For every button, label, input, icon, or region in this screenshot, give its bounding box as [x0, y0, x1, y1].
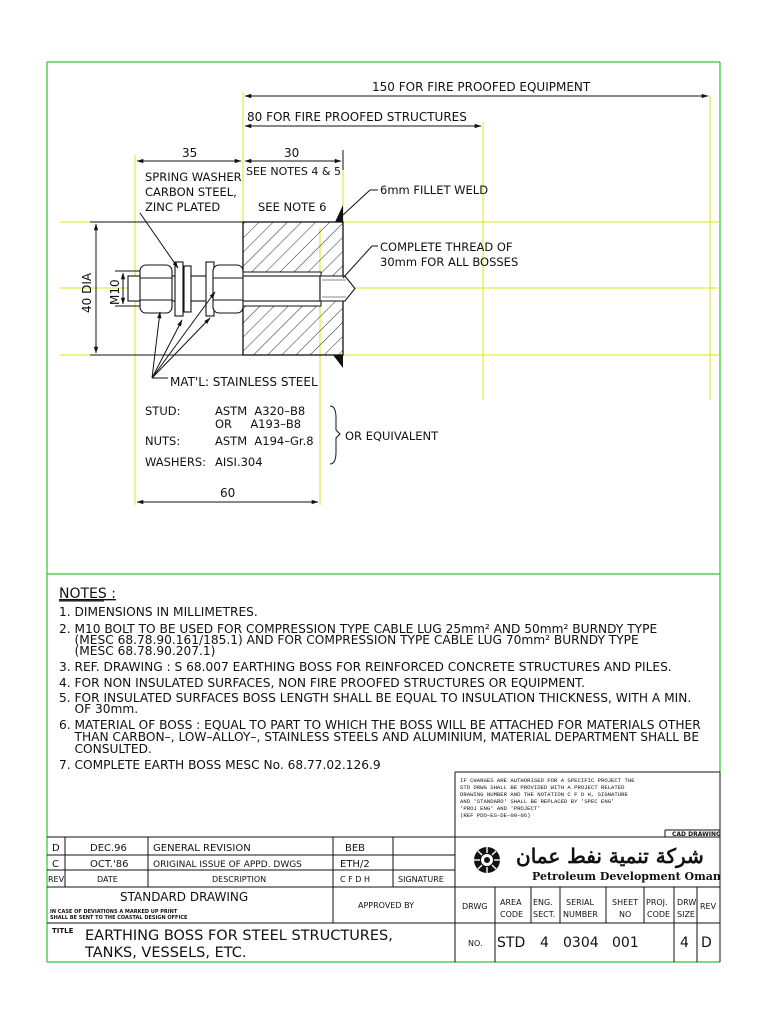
notes-heading: NOTES :: [59, 586, 116, 602]
dim-150-label: 150 FOR FIRE PROOFED EQUIPMENT: [372, 80, 591, 94]
hdr-eng-sect: ENG.: [533, 898, 553, 907]
pdo-logo-icon: [474, 847, 500, 873]
fillet-weld-label: 6mm FILLET WELD: [380, 183, 488, 197]
approved-by-label: APPROVED BY: [358, 901, 414, 910]
deviation-note-2: SHALL BE SENT TO THE COASTAL DESIGN OFFI…: [50, 915, 188, 921]
number-size: 4: [680, 935, 689, 951]
company-english-name: Petroleum Development Oman: [532, 870, 721, 883]
nuts-value: ASTM A194–Gr.8: [215, 434, 314, 448]
standard-drawing-label: STANDARD DRAWING: [120, 890, 248, 904]
rev-d: D: [52, 843, 60, 854]
hdr-sheet-2: NO: [619, 910, 631, 919]
spring-washer-line-3: ZINC PLATED: [145, 200, 220, 214]
number-serial: 0304: [563, 935, 599, 951]
note-line-9: 6. MATERIAL OF BOSS : EQUAL TO PART TO W…: [59, 718, 701, 732]
rev-header: REV: [48, 875, 65, 884]
dim-80-label: 80 FOR FIRE PROOFED STRUCTURES: [247, 110, 467, 124]
dimension-lines: [90, 93, 709, 505]
stud-line-1: ASTM A320–B8: [215, 404, 305, 418]
dia-40-label: 40 DIA: [80, 272, 94, 313]
auth-note-4: AND 'STANDARD' SHALL BE REPLACED BY 'SPE…: [460, 798, 614, 805]
rev-d-date: DEC.96: [90, 843, 127, 854]
hdr-proj-2: CODE: [647, 910, 670, 919]
washers-value: AISI.304: [215, 455, 263, 469]
note-line-11: CONSULTED.: [59, 742, 152, 756]
number-rev: D: [701, 935, 712, 951]
sheet-frame: [46, 61, 721, 963]
note-line-5: 3. REF. DRAWING : S 68.007 EARTHING BOSS…: [59, 660, 672, 674]
hdr-serial-2: NUMBER: [563, 910, 598, 919]
washers-label: WASHERS:: [145, 455, 206, 469]
dim-35-label: 35: [182, 146, 197, 160]
spring-washer-line-1: SPRING WASHER: [145, 170, 242, 184]
m10-label: M10: [108, 279, 122, 305]
rev-d-description: GENERAL REVISION: [153, 843, 251, 854]
hdr-drw-size: DRW: [677, 898, 696, 907]
title-block-lines: [47, 771, 721, 962]
dim-60-label: 60: [220, 486, 235, 500]
rev-d-cfdh: BEB: [345, 843, 365, 854]
leader-lines: [139, 189, 378, 465]
hdr-rev: REV: [700, 902, 717, 911]
note-line-12: 7. COMPLETE EARTH BOSS MESC No. 68.77.02…: [59, 758, 381, 772]
or-equivalent: OR EQUIVALENT: [345, 429, 439, 443]
cfdh-header: C F D H: [340, 875, 370, 884]
hdr-proj: PROJ.: [646, 898, 668, 907]
hdr-eng-sect-2: SECT.: [533, 910, 555, 919]
stud-label: STUD:: [145, 404, 180, 418]
title-line-2: TANKS, VESSELS, ETC.: [84, 945, 246, 961]
hdr-sheet: SHEET: [612, 898, 638, 907]
hdr-area-code: AREA: [500, 898, 522, 907]
stud-bolt: [127, 261, 356, 317]
see-notes-45: SEE NOTES 4 & 5: [246, 165, 341, 178]
note-line-8: OF 30mm.: [59, 702, 138, 716]
note-line-7: 5. FOR INSULATED SURFACES BOSS LENGTH SH…: [59, 691, 691, 705]
number-area: 4: [540, 935, 549, 951]
spring-washer-line-2: CARBON STEEL,: [145, 185, 237, 199]
auth-note-2: STD DRWG SHALL BE PROVIDED WITH A PROJEC…: [460, 784, 625, 791]
rev-c-cfdh: ETH/2: [340, 859, 370, 870]
number-sheet: 001: [612, 935, 639, 951]
cad-drawing-label: CAD DRAWING: [672, 831, 721, 838]
thread-line-2: 30mm FOR ALL BOSSES: [380, 255, 518, 269]
note-line-4: (MESC 68.78.90.207.1): [59, 644, 215, 658]
rev-c-date: OCT.'86: [90, 859, 128, 870]
material-label: MAT'L: STAINLESS STEEL: [170, 375, 318, 389]
deviation-note-1: IN CASE OF DEVIATIONS A MARKED UP PRINT: [50, 909, 178, 915]
dim-30-label: 30: [284, 146, 299, 160]
see-note-6: SEE NOTE 6: [258, 200, 326, 214]
nuts-label: NUTS:: [145, 434, 180, 448]
number-std: STD: [497, 935, 525, 951]
note-line-3: (MESC 68.78.90.161/185.1) AND FOR COMPRE…: [59, 633, 639, 647]
auth-note-3: DRAWING NUMBER AND THE NOTATION C F D H,…: [460, 791, 628, 798]
auth-note-1: IF CHANGES ARE AUTHORISED FOR A SPECIFIC…: [460, 777, 635, 784]
title-label: TITLE: [52, 927, 74, 935]
title-line-1: EARTHING BOSS FOR STEEL STRUCTURES,: [85, 928, 393, 944]
company-arabic-name: شركة تنمية نفط عمان: [516, 844, 704, 869]
hdr-serial: SERIAL: [566, 898, 595, 907]
hdr-drw-size-2: SIZE: [677, 910, 695, 919]
date-header: DATE: [97, 875, 118, 884]
auth-note-6: (REF PDO–ES–DE–00–06): [460, 812, 531, 819]
note-line-10: THAN CARBON–, LOW–ALLOY–, STAINLESS STEE…: [59, 730, 699, 744]
hdr-area-code-2: CODE: [500, 910, 523, 919]
rev-c-description: ORIGINAL ISSUE OF APPD. DWGS: [153, 860, 302, 870]
hdr-drwg: DRWG: [462, 902, 488, 911]
note-line-6: 4. FOR NON INSULATED SURFACES, NON FIRE …: [59, 676, 585, 690]
stud-line-2: OR A193–B8: [215, 417, 301, 431]
note-line-2: 2. M10 BOLT TO BE USED FOR COMPRESSION T…: [59, 622, 657, 636]
auth-note-5: 'PROJ ENG' AND 'PROJECT': [460, 805, 541, 812]
no-label: NO.: [468, 939, 483, 948]
thread-line-1: COMPLETE THREAD OF: [380, 240, 513, 254]
description-header: DESCRIPTION: [212, 875, 266, 884]
signature-header: SIGNATURE: [398, 875, 444, 884]
rev-c: C: [52, 859, 59, 870]
fillet-weld-top: [335, 205, 343, 222]
note-line-1: 1. DIMENSIONS IN MILLIMETRES.: [59, 605, 258, 619]
fillet-weld-bottom: [333, 355, 343, 368]
